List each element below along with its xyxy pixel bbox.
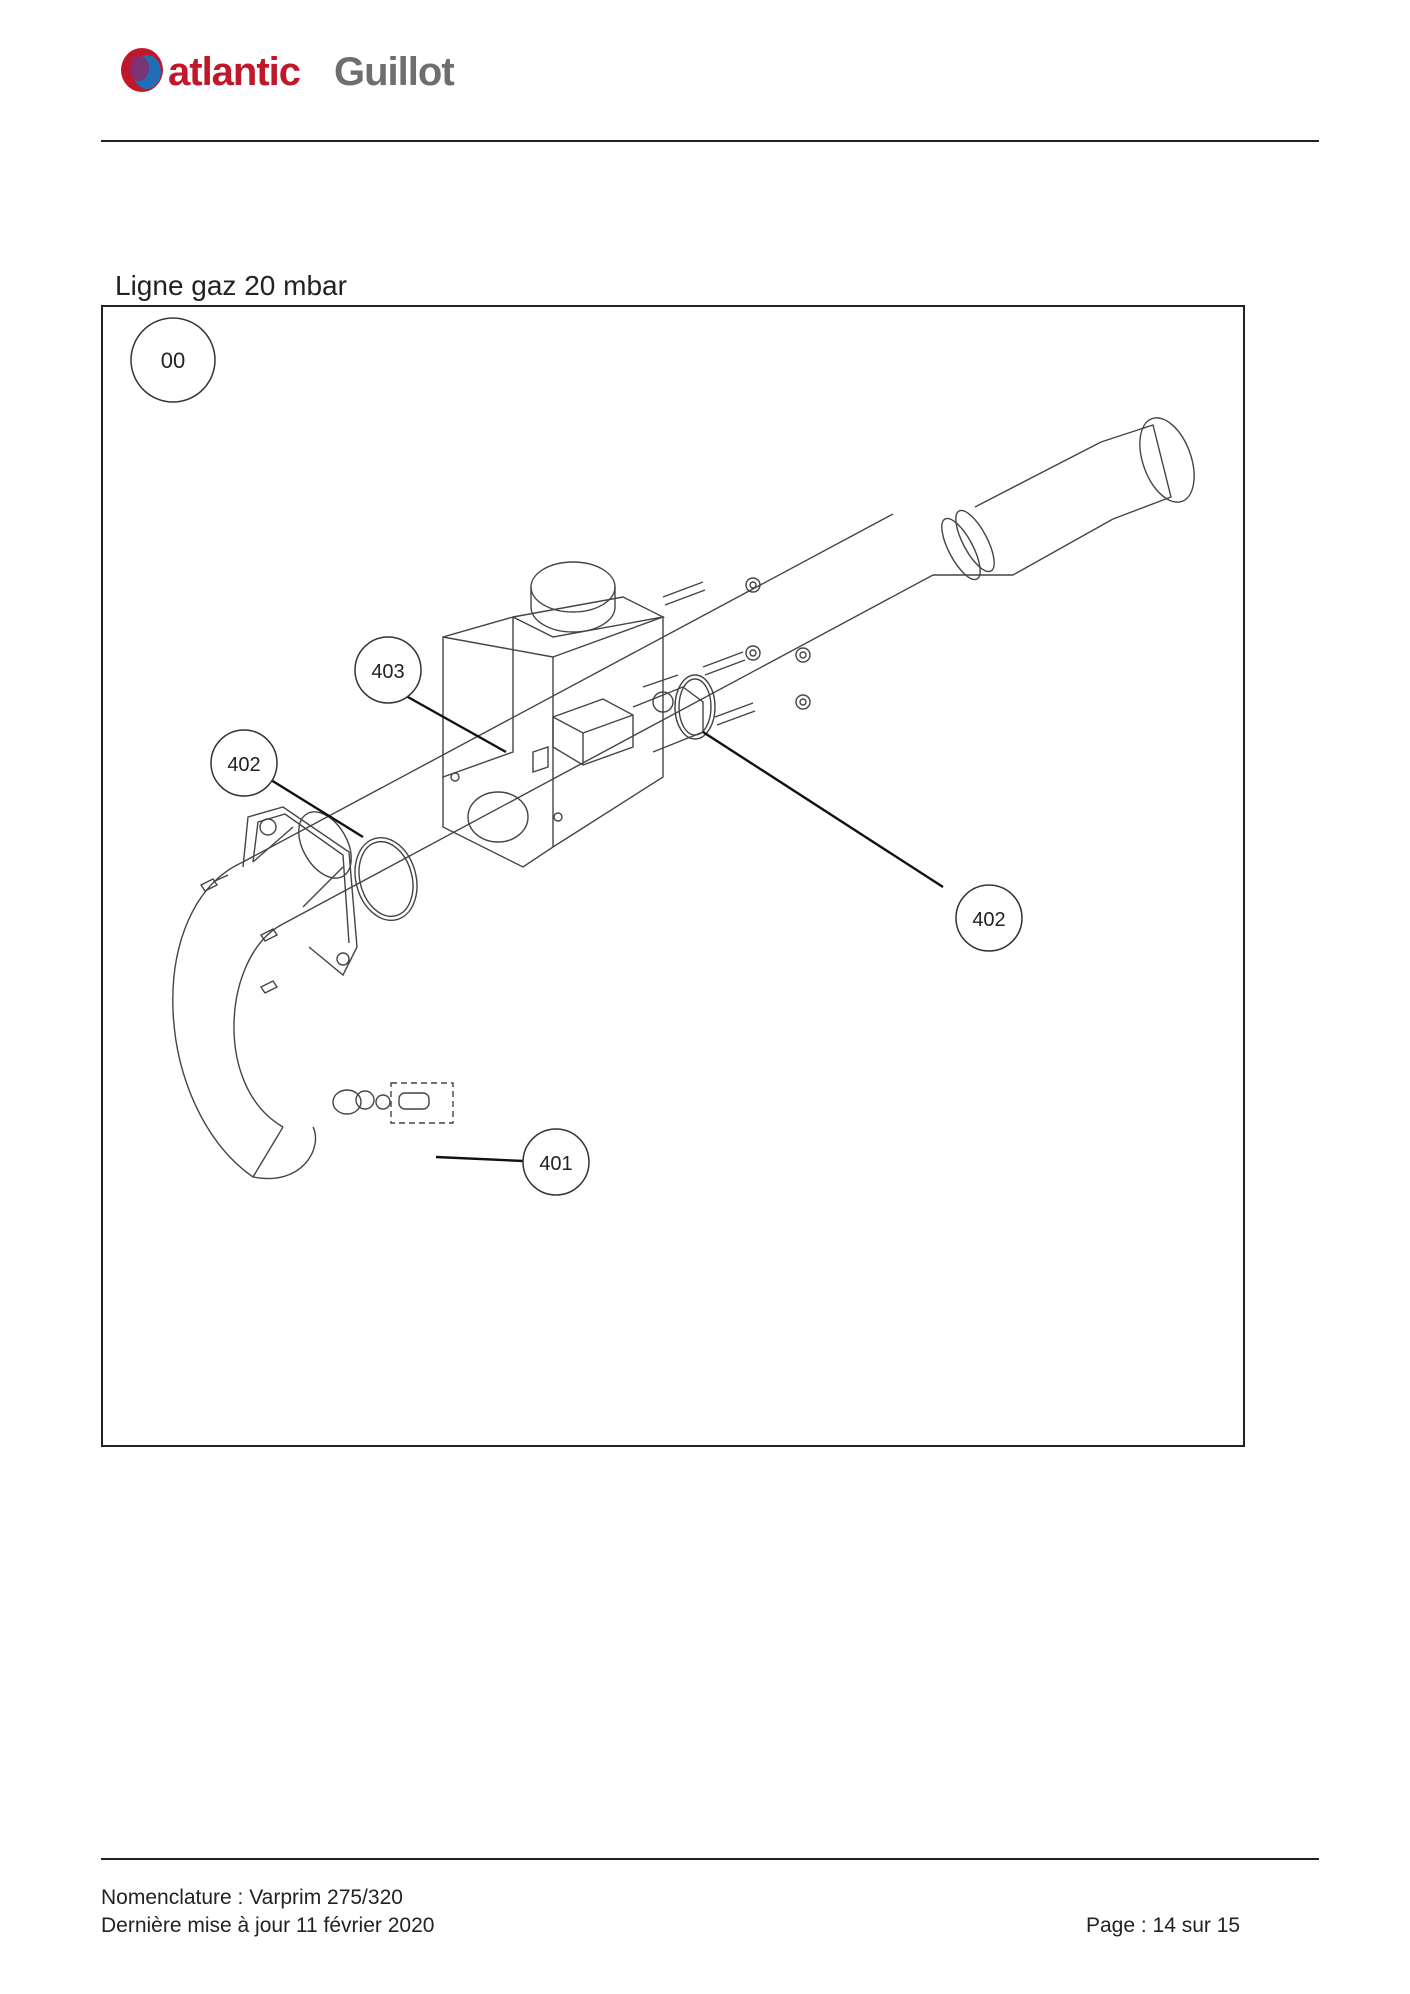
footer-page-number: Page : 14 sur 15 — [1086, 1914, 1241, 1937]
callout-402-right-label: 402 — [972, 909, 1005, 931]
view-label-circle: 00 — [130, 317, 216, 403]
footer-update-date: Dernière mise à jour 11 février 2020 — [101, 1914, 435, 1937]
section-title: Ligne gaz 20 mbar — [115, 270, 347, 301]
callout-403-label: 403 — [371, 661, 404, 683]
brand-logo: atlantic Guillot — [118, 44, 498, 96]
callout-403: 403 — [354, 636, 507, 754]
exploded-view-frame: 00 — [101, 305, 1245, 1447]
brand-name-secondary: Guillot — [334, 50, 455, 94]
brand-name-primary: atlantic — [168, 50, 301, 94]
callout-402-left: 402 — [210, 729, 364, 839]
callout-402-left-label: 402 — [227, 754, 260, 776]
callout-401-label: 401 — [539, 1153, 572, 1175]
view-label-text: 00 — [161, 348, 185, 373]
gas-pipe-drawing — [172, 417, 1195, 1180]
callout-401: 401 — [435, 1128, 590, 1196]
callout-402-right: 402 — [702, 730, 1023, 952]
exploded-view-diagram: 00 — [130, 317, 1195, 1196]
gas-valve-drawing — [442, 561, 811, 868]
footer-rule — [101, 1858, 1319, 1860]
footer-document-name: Nomenclature : Varprim 275/320 — [101, 1886, 403, 1909]
brand-logo-mark — [121, 48, 163, 92]
header-rule — [101, 140, 1319, 142]
